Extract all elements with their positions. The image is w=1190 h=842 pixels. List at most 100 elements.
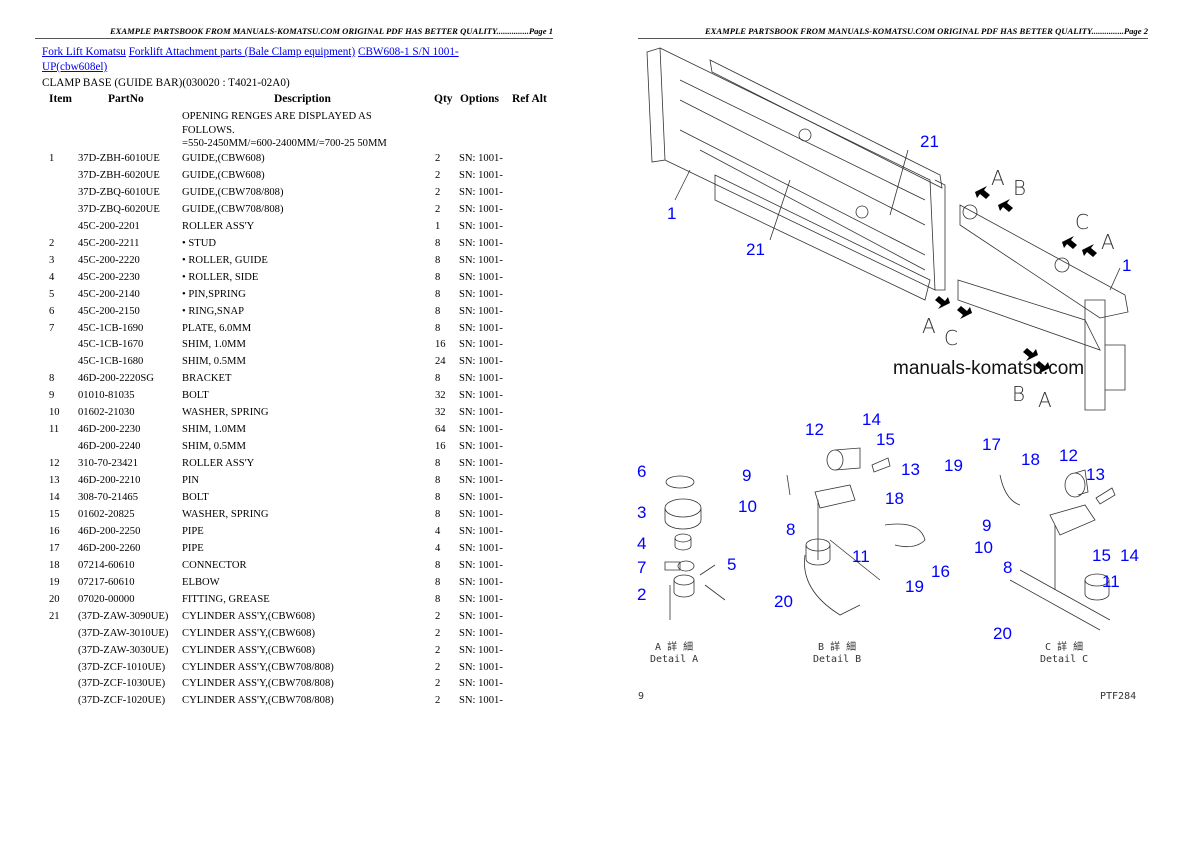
- partno-cell: 46D-200-2260: [78, 542, 141, 554]
- breadcrumb-link-model[interactable]: CBW608-1 S/N 1001-UP(cbw608el): [42, 46, 459, 73]
- qty-cell: 2: [435, 644, 441, 656]
- view-arrows: [935, 186, 1097, 374]
- options-cell: SN: 1001-: [459, 644, 503, 656]
- qty-cell: 2: [435, 661, 441, 673]
- qty-cell: 8: [435, 271, 441, 283]
- partno-cell: 07020-00000: [78, 593, 135, 605]
- qty-cell: 2: [435, 678, 441, 690]
- partno-cell: 45C-200-2140: [78, 288, 140, 300]
- qty-cell: 8: [435, 305, 441, 317]
- options-cell: SN: 1001-: [459, 271, 503, 283]
- qty-cell: 8: [435, 559, 441, 571]
- description-cell: CYLINDER ASS'Y,(CBW708/808): [182, 695, 334, 707]
- item-cell: 10: [49, 407, 60, 419]
- callout-number: 15: [1092, 546, 1111, 565]
- options-cell: SN: 1001-: [459, 322, 503, 334]
- qty-cell: 64: [435, 424, 446, 436]
- clamp-arm-assembly: [957, 204, 1129, 411]
- callout-number: 15: [876, 430, 895, 449]
- partno-cell: (37D-ZAW-3090UE): [78, 610, 169, 622]
- note-line: FOLLOWS.: [182, 124, 235, 136]
- callout-number: 19: [944, 456, 963, 475]
- description-cell: ELBOW: [182, 576, 220, 588]
- options-cell: SN: 1001-: [459, 627, 503, 639]
- detail-c-jp: C 詳 細: [1045, 642, 1084, 653]
- description-cell: CYLINDER ASS'Y,(CBW708/808): [182, 661, 334, 673]
- options-cell: SN: 1001-: [459, 186, 503, 198]
- note-line: =550-2450MM/=600-2400MM/=700-25 50MM: [182, 138, 387, 149]
- item-cell: 1: [49, 153, 55, 164]
- description-cell: GUIDE,(CBW708/808): [182, 203, 284, 215]
- qty-cell: 32: [435, 407, 446, 419]
- qty-cell: 8: [435, 492, 441, 503]
- item-cell: 8: [49, 373, 55, 385]
- qty-cell: 2: [435, 627, 441, 639]
- callout-number: 6: [637, 462, 647, 481]
- description-cell: GUIDE,(CBW708/808): [182, 186, 284, 198]
- partno-cell: 46D-200-2210: [78, 475, 141, 487]
- description-cell: PIPE: [182, 542, 204, 554]
- partno-cell: 310-70-23421: [78, 458, 139, 470]
- description-cell: PIPE: [182, 525, 204, 537]
- options-cell: SN: 1001-: [459, 305, 503, 317]
- view-letter: A: [1038, 388, 1052, 412]
- partno-cell: 45C-200-2211: [78, 237, 140, 249]
- options-cell: SN: 1001-: [459, 407, 503, 419]
- partno-cell: (37D-ZCF-1010UE): [78, 661, 166, 673]
- partno-cell: 37D-ZBQ-6020UE: [78, 203, 160, 215]
- options-cell: SN: 1001-: [459, 254, 503, 266]
- description-cell: GUIDE,(CBW608): [182, 169, 265, 181]
- options-cell: SN: 1001-: [459, 373, 503, 385]
- callout-number: 14: [862, 410, 881, 429]
- qty-cell: 2: [435, 203, 441, 215]
- breadcrumb-link-fork-lift[interactable]: Fork Lift Komatsu: [42, 46, 126, 58]
- item-cell: 3: [49, 254, 55, 266]
- callout-number: 5: [727, 555, 737, 574]
- detail-b-en: Detail B: [813, 654, 862, 665]
- item-cell: 11: [49, 424, 60, 436]
- view-letter: C: [1075, 210, 1089, 234]
- partno-cell: 01602-20825: [78, 508, 135, 520]
- options-cell: SN: 1001-: [459, 339, 503, 351]
- callout-number: 20: [993, 624, 1012, 643]
- qty-cell: 1: [435, 220, 441, 232]
- item-cell: 6: [49, 305, 55, 317]
- callout-number: 11: [852, 547, 870, 566]
- options-cell: SN: 1001-: [459, 525, 503, 537]
- callout-number: 4: [637, 534, 647, 553]
- detail-a-en: Detail A: [650, 654, 699, 665]
- qty-cell: 8: [435, 593, 441, 605]
- column-header-description: Description: [274, 93, 331, 105]
- partno-cell: (37D-ZCF-1020UE): [78, 695, 166, 707]
- options-cell: SN: 1001-: [459, 508, 503, 520]
- options-cell: SN: 1001-: [459, 153, 503, 164]
- view-letter: A: [991, 166, 1005, 190]
- callout-number: 9: [742, 466, 752, 485]
- description-cell: SHIM, 0.5MM: [182, 356, 246, 368]
- item-cell: 14: [49, 492, 60, 503]
- item-cell: 12: [49, 458, 60, 470]
- callout-number: 17: [982, 435, 1001, 454]
- item-cell: 20: [49, 593, 60, 605]
- qty-cell: 4: [435, 525, 441, 537]
- callout-number: 21: [746, 240, 765, 259]
- description-cell: PIN: [182, 475, 200, 487]
- callout-number: 18: [885, 489, 904, 508]
- options-cell: SN: 1001-: [459, 458, 503, 470]
- callout-number: 19: [905, 577, 924, 596]
- breadcrumb-link-attachment-parts[interactable]: Forklift Attachment parts (Bale Clamp eq…: [128, 46, 356, 58]
- description-cell: CONNECTOR: [182, 559, 247, 571]
- callout-number: 10: [974, 538, 993, 557]
- options-cell: SN: 1001-: [459, 678, 503, 690]
- description-cell: WASHER, SPRING: [182, 407, 269, 419]
- description-cell: • ROLLER, SIDE: [182, 271, 259, 283]
- partno-cell: 45C-200-2150: [78, 305, 140, 317]
- options-cell: SN: 1001-: [459, 610, 503, 622]
- item-cell: 9: [49, 390, 55, 402]
- partno-cell: (37D-ZAW-3030UE): [78, 644, 169, 656]
- description-cell: CYLINDER ASS'Y,(CBW708/808): [182, 678, 334, 690]
- qty-cell: 8: [435, 237, 441, 249]
- options-cell: SN: 1001-: [459, 559, 503, 571]
- partno-cell: 37D-ZBQ-6010UE: [78, 186, 160, 198]
- detail-c-en: Detail C: [1040, 654, 1089, 665]
